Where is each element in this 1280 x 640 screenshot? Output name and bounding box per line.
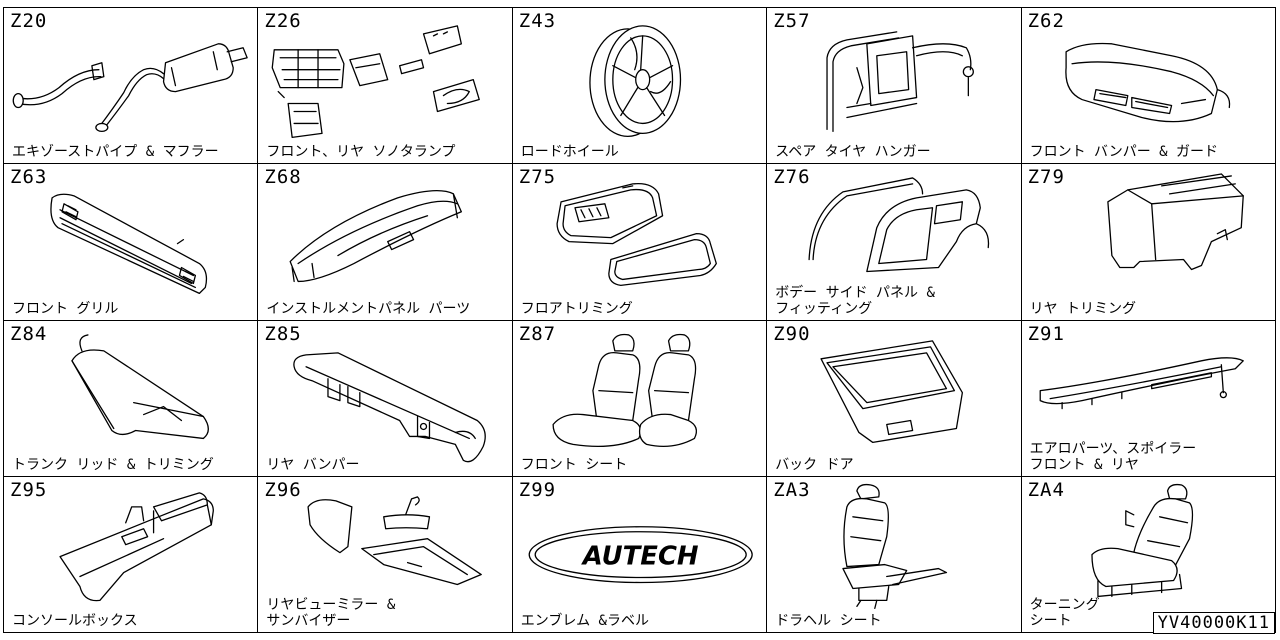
category-code: Z84 (10, 322, 48, 345)
category-z57[interactable]: Z57 スペア タイヤ ハンガー (767, 8, 1022, 165)
category-z43[interactable]: Z43 ロードホイール (512, 8, 768, 165)
category-code: Z90 (773, 322, 811, 345)
category-code: Z63 (10, 166, 48, 189)
category-label: リヤ バンパー (266, 456, 360, 473)
category-label: フロント バンパー & ガード (1029, 144, 1219, 161)
category-code: Z87 (518, 322, 557, 345)
category-label: インストルメントパネル パーツ (266, 300, 471, 317)
category-label: フロント シート (520, 456, 628, 473)
category-code: Z95 (10, 478, 48, 501)
front-rear-lamps-illustration (271, 25, 481, 139)
emblem-text: AUTECH (581, 541, 699, 571)
category-z68[interactable]: Z68 インストルメントパネル パーツ (258, 164, 513, 321)
category-label: リヤ トリミング (1029, 300, 1137, 317)
category-code: ZA4 (1027, 478, 1065, 501)
trunk-lid-trim-illustration (71, 333, 209, 439)
category-label: ロードホイール (520, 144, 619, 161)
category-code: Z91 (1027, 322, 1065, 345)
category-code: Z76 (773, 166, 811, 189)
category-code: Z62 (1027, 10, 1065, 32)
category-label: スペア タイヤ ハンガー (775, 144, 931, 161)
instrument-panel-illustration (289, 190, 463, 283)
mirror-sunvisor-illustration (307, 496, 483, 585)
autech-emblem-illustration: AUTECH (528, 525, 753, 583)
category-label: エアロパーツ、スポイラー フロント & リヤ (1029, 440, 1197, 473)
category-label: フロアトリミング (520, 300, 633, 317)
category-z90[interactable]: Z90 バック ドア (767, 320, 1022, 477)
aero-spoiler-illustration (1039, 356, 1244, 409)
category-code: Z85 (264, 322, 302, 345)
front-bumper-illustration (1064, 42, 1230, 123)
category-z76[interactable]: Z76 ボデー サイド パネル & フィッティング (767, 164, 1022, 321)
category-code: Z26 (264, 10, 302, 32)
category-code: Z43 (518, 10, 557, 32)
turning-seat-illustration (1090, 483, 1193, 597)
rear-trim-illustration (1106, 173, 1244, 271)
category-z20[interactable]: Z20 エキゾーストパイプ & マフラー (4, 8, 259, 165)
category-code: Z79 (1027, 166, 1065, 189)
category-z95[interactable]: Z95 コンソールボックス (4, 476, 259, 633)
category-z87[interactable]: Z87 フロント シート (512, 320, 768, 477)
category-z62[interactable]: Z62 フロント バンパー & ガード (1021, 8, 1276, 165)
category-z79[interactable]: Z79 リヤ トリミング (1021, 164, 1276, 321)
exhaust-pipe-muffler-illustration (12, 43, 248, 133)
category-code: Z99 (518, 478, 557, 501)
category-label: コンソールボックス (12, 613, 138, 629)
category-label: エキゾーストパイプ & マフラー (12, 144, 219, 161)
category-z63[interactable]: Z63 フロント グリル (4, 164, 259, 321)
road-wheel-illustration (589, 25, 681, 138)
parts-category-grid: Z20 エキゾーストパイプ & マフラー Z26 (3, 7, 1276, 633)
category-code: Z68 (264, 166, 302, 189)
category-code: Z75 (518, 166, 557, 189)
front-grille-illustration (50, 193, 208, 295)
category-z85[interactable]: Z85 リヤ バンパー (258, 320, 513, 477)
category-code: Z20 (10, 10, 48, 32)
category-label: ターニング シート (1029, 597, 1100, 629)
front-seats-illustration (552, 333, 697, 447)
category-label: フロント グリル (12, 300, 119, 317)
category-z99[interactable]: Z99 AUTECH エンブレム &ラベル (512, 476, 768, 633)
category-za4[interactable]: ZA4 ターニング シート (1021, 476, 1276, 633)
category-z26[interactable]: Z26 フロント、リヤ ソノタランプ (258, 8, 513, 165)
rear-bumper-illustration (293, 351, 487, 462)
category-label: リヤビューミラー & サンバイザー (266, 597, 396, 629)
category-code: ZA3 (773, 478, 811, 501)
category-za3[interactable]: ZA3 ドラヘル シート (767, 476, 1022, 633)
category-code: Z96 (264, 478, 302, 501)
category-label: ドラヘル シート (775, 613, 882, 629)
category-z84[interactable]: Z84 トランク リッド & トリミング (4, 320, 259, 477)
seat-with-base-illustration (842, 483, 948, 609)
back-door-illustration (820, 339, 964, 443)
category-label: エンブレム &ラベル (520, 613, 649, 629)
reference-code: YV40000K11 (1152, 612, 1275, 634)
category-label: バック ドア (775, 456, 854, 473)
spare-tire-hanger-illustration (826, 31, 975, 133)
category-label: トランク リッド & トリミング (12, 456, 214, 473)
category-label: ボデー サイド パネル & フィッティング (775, 284, 935, 317)
category-z96[interactable]: Z96 リヤビューミラー & サンバイザー (258, 476, 513, 633)
category-label: フロント、リヤ ソノタランプ (266, 144, 456, 161)
console-box-illustration (59, 492, 214, 602)
category-code: Z57 (773, 10, 811, 32)
body-side-panel-illustration (808, 177, 990, 273)
category-z91[interactable]: Z91 エアロパーツ、スポイラー フロント & リヤ (1021, 320, 1276, 477)
category-z75[interactable]: Z75 フロアトリミング (512, 164, 768, 321)
floor-mats-illustration (556, 183, 717, 287)
